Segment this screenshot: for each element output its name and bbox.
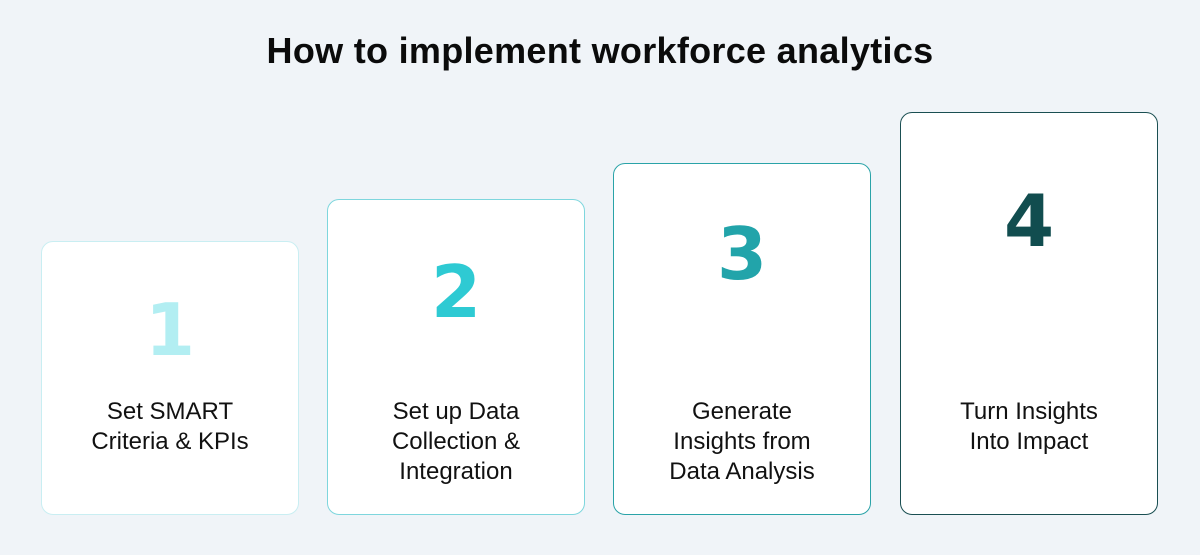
step-label-4: Turn Insights Into Impact xyxy=(901,397,1157,457)
step-label-line: Into Impact xyxy=(969,428,1089,455)
step-number-1: 1 xyxy=(144,288,196,372)
step-label-2: Set up Data Collection & Integration xyxy=(328,397,584,487)
step-card-2: 2 Set up Data Collection & Integration xyxy=(327,199,585,515)
step-label-line: Collection & xyxy=(391,428,521,455)
step-card-4: 4 Turn Insights Into Impact xyxy=(900,112,1158,515)
step-label-1: Set SMART Criteria & KPIs xyxy=(42,397,298,457)
step-label-line: Generate xyxy=(691,398,793,425)
step-number-2: 2 xyxy=(430,250,482,334)
step-label-line: Insights from xyxy=(673,428,811,455)
step-label-line: Data Analysis xyxy=(669,458,815,485)
step-label-3: Generate Insights from Data Analysis xyxy=(614,397,870,487)
step-label-line: Integration xyxy=(399,458,513,485)
step-label-line: Set up Data xyxy=(392,398,520,425)
page-title: How to implement workforce analytics xyxy=(266,30,934,71)
step-label-line: Set SMART xyxy=(106,398,234,425)
step-card-3: 3 Generate Insights from Data Analysis xyxy=(613,163,871,515)
step-number-4: 4 xyxy=(1003,179,1055,263)
step-card-1: 1 Set SMART Criteria & KPIs xyxy=(41,241,299,515)
step-label-line: Turn Insights xyxy=(960,398,1098,425)
step-label-line: Criteria & KPIs xyxy=(91,428,249,455)
step-number-3: 3 xyxy=(716,212,768,296)
